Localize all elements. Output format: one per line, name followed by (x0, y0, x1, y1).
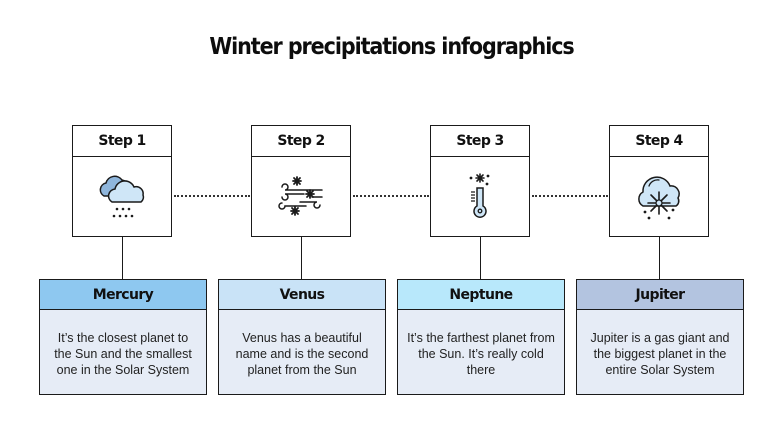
rain-cloud-icon (73, 162, 171, 232)
connector-dots-1-2 (174, 195, 250, 197)
wind-snow-icon (252, 162, 350, 232)
card-text: It’s the closest planet to the Sun and t… (54, 331, 192, 377)
card-text: Venus has a beautiful name and is the se… (235, 331, 369, 377)
step-box-2: Step 2 (251, 125, 351, 237)
card-venus: Venus Venus has a beautiful name and is … (218, 279, 386, 395)
connector-line-4 (659, 237, 660, 279)
page-title: Winter precipitations infographics (209, 34, 574, 60)
card-mercury: Mercury It’s the closest planet to the S… (39, 279, 207, 395)
step-label: Step 3 (431, 126, 529, 157)
step-box-3: Step 3 (430, 125, 530, 237)
card-title: Neptune (398, 280, 564, 310)
thermometer-snow-icon (431, 162, 529, 232)
card-neptune: Neptune It’s the farthest planet from th… (397, 279, 565, 395)
connector-dots-2-3 (353, 195, 429, 197)
step-label: Step 2 (252, 126, 350, 157)
card-jupiter: Jupiter Jupiter is a gas giant and the b… (576, 279, 744, 395)
card-text: Jupiter is a gas giant and the biggest p… (590, 331, 730, 377)
step-label: Step 4 (610, 126, 708, 157)
connector-line-3 (480, 237, 481, 279)
step-label: Step 1 (73, 126, 171, 157)
connector-line-1 (122, 237, 123, 279)
connector-dots-3-4 (532, 195, 608, 197)
connector-line-2 (301, 237, 302, 279)
card-title: Venus (219, 280, 385, 310)
card-title: Mercury (40, 280, 206, 310)
card-title: Jupiter (577, 280, 743, 310)
step-box-1: Step 1 (72, 125, 172, 237)
card-text: It’s the farthest planet from the Sun. I… (407, 331, 555, 377)
snow-cloud-icon (610, 162, 708, 232)
step-box-4: Step 4 (609, 125, 709, 237)
